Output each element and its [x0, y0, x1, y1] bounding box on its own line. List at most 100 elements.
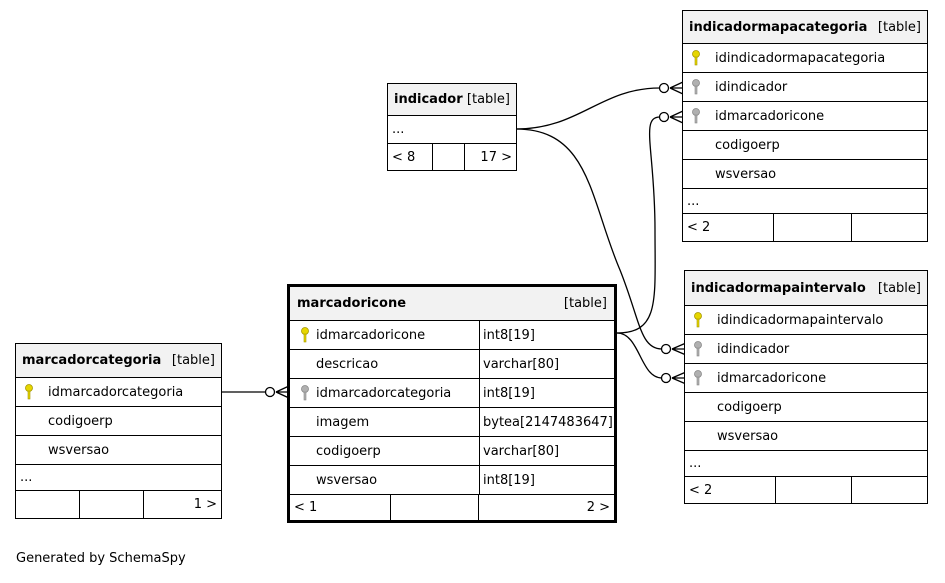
column-row: imagem bytea[2147483647]	[290, 408, 614, 437]
column-row: codigoerp	[16, 407, 221, 436]
edge-indicador-mapaintervalo	[515, 128, 663, 350]
edge-marcadoricone-mapaintervalo	[616, 332, 663, 379]
table-type: [table]	[563, 296, 607, 311]
primary-key-icon	[301, 327, 309, 343]
foreign-key-icon	[692, 79, 700, 95]
nav-children[interactable]: 1 >	[193, 497, 217, 512]
more-columns: ...	[685, 451, 927, 477]
column-row: idmarcadorcategoria	[16, 378, 221, 407]
table-nav: < 2	[683, 214, 927, 241]
column-row: wsversao	[685, 422, 927, 451]
column-row: wsversao int8[19]	[290, 466, 614, 495]
column-name: idindicador	[717, 341, 790, 357]
column-row: idmarcadorcategoria int8[19]	[290, 379, 614, 408]
foreign-key-icon	[694, 341, 702, 357]
table-type: [table]	[171, 353, 215, 368]
column-name: idmarcadoricone	[316, 327, 426, 343]
column-row: wsversao	[683, 160, 927, 189]
nav-middle	[776, 477, 852, 503]
column-name: idindicadormapacategoria	[715, 50, 886, 66]
optional-marker	[660, 372, 672, 384]
column-name: wsversao	[48, 442, 110, 458]
nav-children[interactable]	[852, 477, 927, 503]
table-name: indicadormapacategoria	[689, 19, 868, 35]
table-header: marcadoricone [table]	[290, 287, 614, 321]
column-type: varchar[80]	[479, 437, 559, 465]
nav-children[interactable]: 2 >	[586, 500, 610, 515]
table-marcadoricone[interactable]: marcadoricone [table] idmarcadoricone in…	[287, 284, 617, 523]
column-name: codigoerp	[48, 413, 113, 429]
table-marcadorcategoria[interactable]: marcadorcategoria [table] idmarcadorcate…	[15, 343, 222, 519]
table-indicadormapaintervalo[interactable]: indicadormapaintervalo [table] idindicad…	[684, 270, 928, 504]
nav-middle	[433, 144, 465, 170]
column-row: idindicadormapaintervalo	[685, 306, 927, 335]
table-indicadormapacategoria[interactable]: indicadormapacategoria [table] idindicad…	[682, 10, 928, 242]
nav-parents[interactable]: < 2	[685, 477, 776, 503]
column-row: idindicadormapacategoria	[683, 44, 927, 73]
column-name: idindicadormapaintervalo	[717, 312, 884, 328]
column-row: idindicador	[685, 335, 927, 364]
table-nav: 1 >	[16, 491, 221, 518]
table-name: indicadormapaintervalo	[691, 280, 866, 296]
table-header: marcadorcategoria [table]	[16, 344, 221, 378]
optional-marker	[660, 343, 672, 355]
column-name: wsversao	[316, 472, 378, 488]
column-row: wsversao	[16, 436, 221, 465]
column-name: idmarcadoricone	[717, 370, 827, 386]
column-name: idmarcadoricone	[715, 108, 825, 124]
column-name: codigoerp	[717, 399, 782, 415]
column-name: descricao	[316, 356, 379, 372]
column-type: bytea[2147483647]	[479, 408, 613, 436]
table-indicador[interactable]: indicador [table] ... < 8 17 >	[387, 83, 517, 171]
foreign-key-icon	[694, 370, 702, 386]
column-row: descricao varchar[80]	[290, 350, 614, 379]
edge-indicador-mapacategoria	[515, 87, 661, 130]
nav-children[interactable]: 17 >	[480, 149, 512, 165]
primary-key-icon	[25, 384, 33, 400]
nav-middle	[80, 491, 144, 518]
column-name: idmarcadorcategoria	[48, 384, 184, 400]
column-row: codigoerp varchar[80]	[290, 437, 614, 466]
optional-marker	[264, 386, 276, 398]
table-name: indicador	[394, 92, 463, 107]
foreign-key-icon	[692, 108, 700, 124]
foreign-key-icon	[301, 385, 309, 401]
table-name: marcadoricone	[297, 296, 407, 311]
column-name: idmarcadorcategoria	[316, 385, 452, 401]
nav-middle	[391, 495, 479, 520]
table-nav: < 2	[685, 477, 927, 503]
nav-children[interactable]	[852, 214, 927, 241]
footer-credit: Generated by SchemaSpy	[16, 551, 186, 566]
edge-marcadoricone-mapacategoria	[616, 116, 661, 334]
table-nav: < 1 2 >	[290, 495, 614, 520]
nav-parents[interactable]: < 8	[388, 144, 433, 170]
column-row: idmarcadoricone	[685, 364, 927, 393]
column-type: int8[19]	[479, 466, 535, 494]
nav-parents	[16, 491, 80, 518]
optional-marker	[658, 111, 670, 123]
column-name: idindicador	[715, 79, 788, 95]
column-name: codigoerp	[316, 443, 381, 459]
table-type: [table]	[877, 280, 921, 296]
table-nav: < 8 17 >	[388, 144, 516, 170]
more-columns: ...	[388, 116, 516, 144]
table-header: indicadormapacategoria [table]	[683, 11, 927, 44]
table-type: [table]	[466, 92, 510, 107]
column-name: imagem	[316, 414, 370, 430]
column-row: idindicador	[683, 73, 927, 102]
column-row: idmarcadoricone	[683, 102, 927, 131]
column-row: codigoerp	[683, 131, 927, 160]
column-row: codigoerp	[685, 393, 927, 422]
nav-parents[interactable]: < 1	[290, 495, 391, 520]
column-type: varchar[80]	[479, 350, 559, 378]
nav-parents[interactable]: < 2	[683, 214, 774, 241]
more-columns: ...	[16, 465, 221, 491]
column-name: codigoerp	[715, 137, 780, 153]
column-type: int8[19]	[479, 321, 535, 349]
optional-marker	[658, 82, 670, 94]
column-row: idmarcadoricone int8[19]	[290, 321, 614, 350]
table-header: indicador [table]	[388, 84, 516, 116]
nav-middle	[774, 214, 852, 241]
table-type: [table]	[877, 19, 921, 35]
